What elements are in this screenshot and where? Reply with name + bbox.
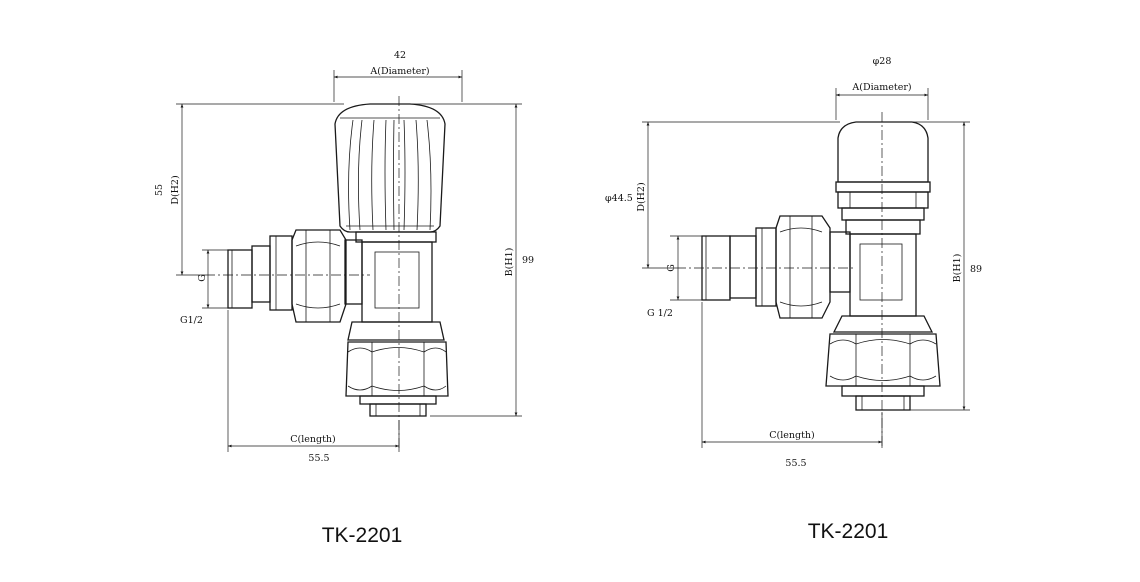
left-dim-d-label: D(H2) bbox=[170, 175, 181, 204]
left-dim-g-label: G bbox=[197, 274, 208, 282]
right-dim-d-label: D(H2) bbox=[636, 182, 647, 211]
right-dim-c-value: 55.5 bbox=[785, 458, 806, 469]
left-side-inlet bbox=[227, 229, 363, 323]
right-dim-c-label: C(length) bbox=[769, 430, 814, 441]
left-dim-b-label: B(H1) bbox=[504, 248, 515, 277]
left-model-label: TK-2201 bbox=[322, 524, 403, 547]
right-dim-b: B(H1) 89 bbox=[910, 121, 982, 411]
right-dim-g-label: G bbox=[666, 264, 677, 272]
right-valve-drawing: φ28 A(Diameter) B(H1) 89 φ44.5 D(H2) G G… bbox=[605, 56, 982, 543]
left-dim-a-value: 42 bbox=[394, 50, 406, 61]
left-dim-c-value: 55.5 bbox=[308, 453, 329, 464]
left-valve-drawing: 42 A(Diameter) B(H1) 99 55 D(H2) G G1/2 bbox=[154, 50, 534, 547]
right-dim-d-value: φ44.5 bbox=[605, 193, 633, 204]
right-dim-g-size: G 1/2 bbox=[647, 308, 673, 319]
left-dim-b: B(H1) 99 bbox=[410, 103, 534, 417]
right-valve-body bbox=[825, 233, 941, 411]
right-dim-g: G G 1/2 bbox=[647, 235, 702, 319]
left-dim-c: C(length) 55.5 bbox=[227, 310, 400, 464]
right-head-cap bbox=[835, 121, 931, 235]
left-dim-g: G G1/2 bbox=[180, 249, 228, 326]
right-dim-a: φ28 A(Diameter) bbox=[835, 56, 929, 120]
left-dim-d: 55 D(H2) bbox=[154, 103, 344, 276]
right-side-inlet bbox=[701, 215, 851, 319]
left-dim-d-value: 55 bbox=[154, 184, 165, 196]
left-dim-a: 42 A(Diameter) bbox=[333, 50, 463, 102]
left-dim-c-label: C(length) bbox=[290, 434, 335, 445]
right-dim-d: φ44.5 D(H2) bbox=[605, 121, 840, 269]
left-dim-g-size: G1/2 bbox=[180, 315, 203, 326]
right-dim-b-value: 89 bbox=[970, 264, 982, 275]
left-handle-cap bbox=[334, 103, 446, 233]
right-model-label: TK-2201 bbox=[808, 520, 889, 543]
right-dim-c: C(length) 55.5 bbox=[701, 302, 883, 469]
right-dim-a-value: φ28 bbox=[873, 56, 892, 67]
right-dim-a-label: A(Diameter) bbox=[851, 82, 911, 93]
right-dim-b-label: B(H1) bbox=[952, 254, 963, 283]
left-dim-a-label: A(Diameter) bbox=[369, 66, 429, 77]
left-valve-body bbox=[345, 231, 449, 417]
left-dim-b-value: 99 bbox=[522, 255, 534, 266]
